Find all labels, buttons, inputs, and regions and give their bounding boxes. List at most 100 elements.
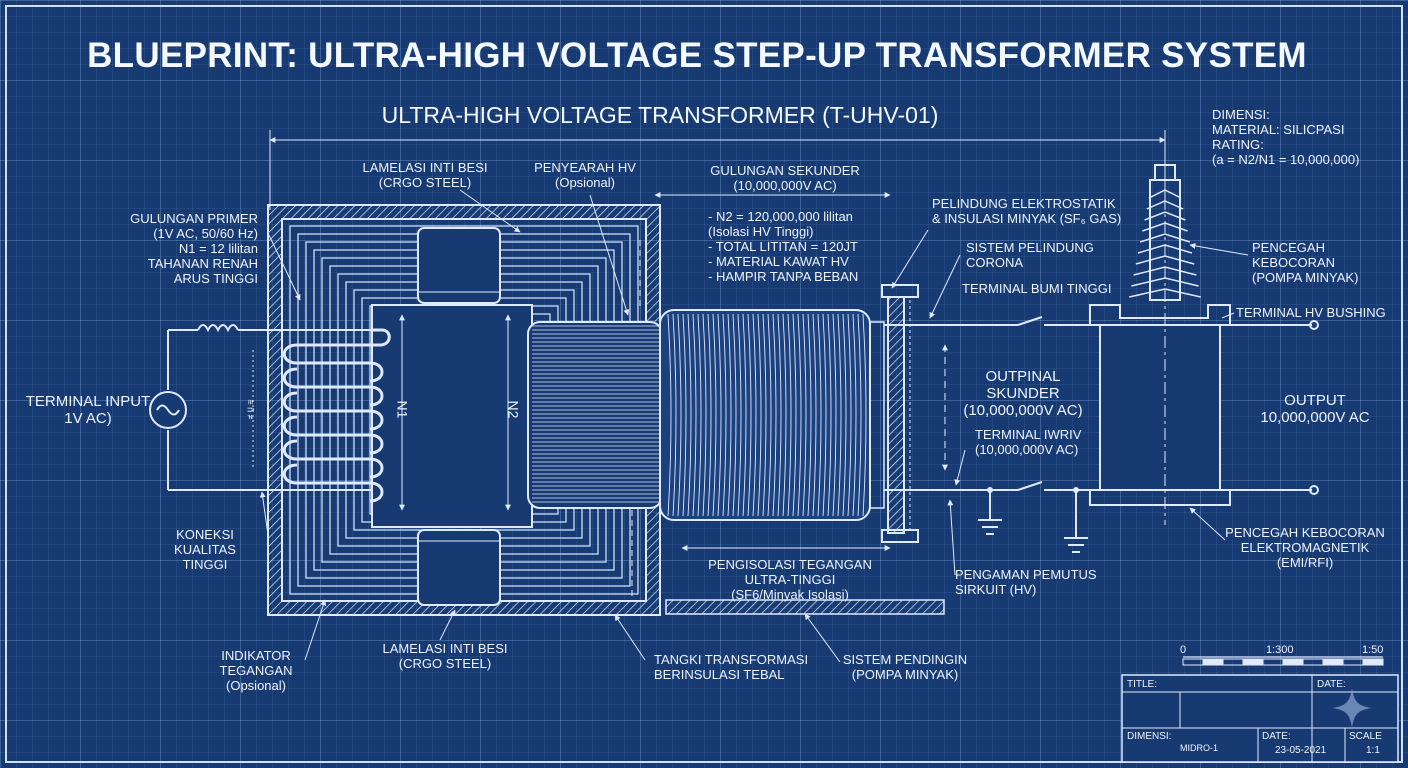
secondary-coil-windings (667, 313, 867, 517)
label-tank: TANGKI TRANSFORMASI BERINSULASI TEBAL (654, 652, 808, 682)
coil-turn (732, 313, 737, 517)
scale-label-left: 0 (1180, 644, 1187, 656)
label-rectifier-line: PENYEARAH HV (534, 160, 636, 175)
primary-turn (282, 343, 384, 383)
label-terminal-input-line: 1V AC) (64, 410, 112, 427)
label-connection: KONEKSI KUALITAS TINGGI (150, 527, 260, 572)
coil-turn (802, 313, 807, 517)
label-leak-top: PENCEGAH KEBOCORAN (POMPA MINYAK) (1252, 240, 1358, 285)
label-connection-line: KONEKSI (176, 527, 234, 542)
coil-turn (737, 313, 742, 517)
label-shield-line: & INSULASI MINYAK (SF₆ GAS) (932, 211, 1122, 226)
label-terminal-input: TERMINAL INPUT 1V AC) (18, 393, 158, 427)
label-primary-winding: GULUNGAN PRIMER (1V AC, 50/60 Hz) N1 = 1… (100, 211, 258, 286)
label-secondary-winding-line: (10,000,000V AC) (733, 178, 837, 193)
drawing-subtitle: ULTRA-HIGH VOLTAGE TRANSFORMER (T-UHV-01… (381, 102, 939, 128)
label-breaker-line: PENGAMAN PEMUTUS (955, 567, 1097, 582)
label-primary-line: N1 = 12 lilitan (178, 241, 258, 256)
coil-turn (822, 313, 827, 517)
label-output-line: OUTPUT (1284, 392, 1346, 409)
coil-turn (727, 313, 732, 517)
coil-turn (837, 313, 842, 517)
label-leak-top-line: (POMPA MINYAK) (1252, 270, 1359, 285)
bushing-sheds (1129, 189, 1201, 298)
label-terminal-return-line: (10,000,000V AC) (975, 442, 1079, 457)
ground-symbol-right (1064, 490, 1088, 553)
coil-turn (832, 313, 837, 517)
label-n2: N2 (505, 400, 522, 419)
label-electrostatic-shield: PELINDUNG ELEKTROSTATIK & INSULASI MINYA… (932, 196, 1121, 226)
note-line: - HAMPIR TANPA BEBAN (708, 269, 859, 284)
coil-turn (812, 313, 817, 517)
label-corona-line: CORONA (966, 255, 1024, 270)
label-corona-line: SISTEM PELINDUNG (966, 240, 1094, 255)
title-block-date-value: 23-05-2021 (1275, 745, 1327, 756)
label-core-bottom-line: LAMELASI INTI BESI (382, 641, 508, 656)
label-insulation: PENGISOLASI TEGANGAN ULTRA-TINGGI (SF6/M… (695, 557, 885, 602)
label-shield-line: PELINDUNG ELEKTROSTATIK (932, 196, 1116, 211)
label-primary-line: ARUS TINGGI (173, 271, 258, 286)
title-block-dimensi-label: DIMENSI: (1127, 731, 1172, 742)
coil-turn (752, 313, 757, 517)
label-coil-mark: ≡ ñ ≠ (245, 399, 256, 420)
spec-material: MATERIAL: SILICPASI (1212, 122, 1345, 137)
coil-turn (857, 313, 862, 517)
bushing-shed (1148, 189, 1182, 199)
label-tank-line: BERINSULASI TEBAL (654, 667, 785, 682)
coil-turn (707, 313, 712, 517)
label-terminal-return-line: TERMINAL IWRIV (975, 427, 1082, 442)
scale-bar-segment (1282, 658, 1304, 666)
core-clamp-top (417, 227, 501, 304)
primary-turn (282, 391, 384, 431)
secondary-lamination-stack (527, 321, 663, 509)
ground-symbol-left (978, 490, 1002, 535)
coil-turn (787, 313, 792, 517)
coil-turn (772, 313, 777, 517)
coil-turn (742, 313, 747, 517)
label-hv-bushing: TERMINAL HV BUSHING (1236, 305, 1386, 320)
label-output-secondary-line: SKUNDER (986, 385, 1060, 402)
label-corona: SISTEM PELINDUNG CORONA (966, 240, 1094, 270)
coil-turn (722, 313, 727, 517)
coil-turn (702, 313, 707, 517)
title-block-scale-value: 1:1 (1366, 745, 1380, 756)
bushing-shed (1139, 233, 1191, 243)
bushing-shed (1146, 200, 1184, 210)
scale-bar-segment (1182, 658, 1204, 666)
label-core-top-line: LAMELASI INTI BESI (362, 160, 488, 175)
label-insulation-line: (SF6/Minyak Isolasi) (731, 587, 849, 602)
bushing-shed (1135, 255, 1195, 265)
label-output-line: 10,000,000V AC (1260, 409, 1370, 426)
coil-turn (852, 313, 857, 517)
coil-turn (847, 313, 852, 517)
coil-turn (712, 313, 717, 517)
label-rectifier-line: (Opsional) (555, 175, 615, 190)
spec-ratio: (a = N2/N1 = 10,000,000) (1212, 152, 1360, 167)
coil-turn (762, 313, 767, 517)
primary-winding-coil (282, 328, 391, 503)
coil-turn (667, 313, 672, 517)
spec-dimensi: DIMENSI: (1212, 107, 1270, 122)
coil-turn (757, 313, 762, 517)
coil-turn (697, 313, 702, 517)
label-tank-line: TANGKI TRANSFORMASI (654, 652, 809, 667)
label-indicator-line: TEGANGAN (219, 663, 293, 678)
label-connection-line: KUALITAS (174, 542, 236, 557)
coil-end-cap (869, 321, 885, 509)
label-output: OUTPUT 10,000,000V AC (1240, 392, 1390, 426)
coil-turn (747, 313, 752, 517)
coil-turn (862, 313, 867, 517)
scale-label-right: 1:50 (1362, 644, 1384, 656)
secondary-coil (659, 309, 871, 521)
bushing-shed (1144, 211, 1186, 221)
coil-turn (827, 313, 832, 517)
label-terminal-input-line: TERMINAL INPUT (25, 393, 151, 410)
label-connection-line: TINGGI (182, 557, 228, 572)
label-leak-bottom: PENCEGAH KEBOCORAN ELEKTROMAGNETIK (EMI/… (1210, 525, 1400, 570)
electrostatic-shield-plate (881, 284, 919, 543)
label-n1: N1 (394, 400, 411, 419)
note-line: - N2 = 120,000,000 lilitan (708, 209, 853, 224)
label-indicator: INDIKATOR TEGANGAN (Opsional) (196, 648, 316, 693)
coil-turn (767, 313, 772, 517)
